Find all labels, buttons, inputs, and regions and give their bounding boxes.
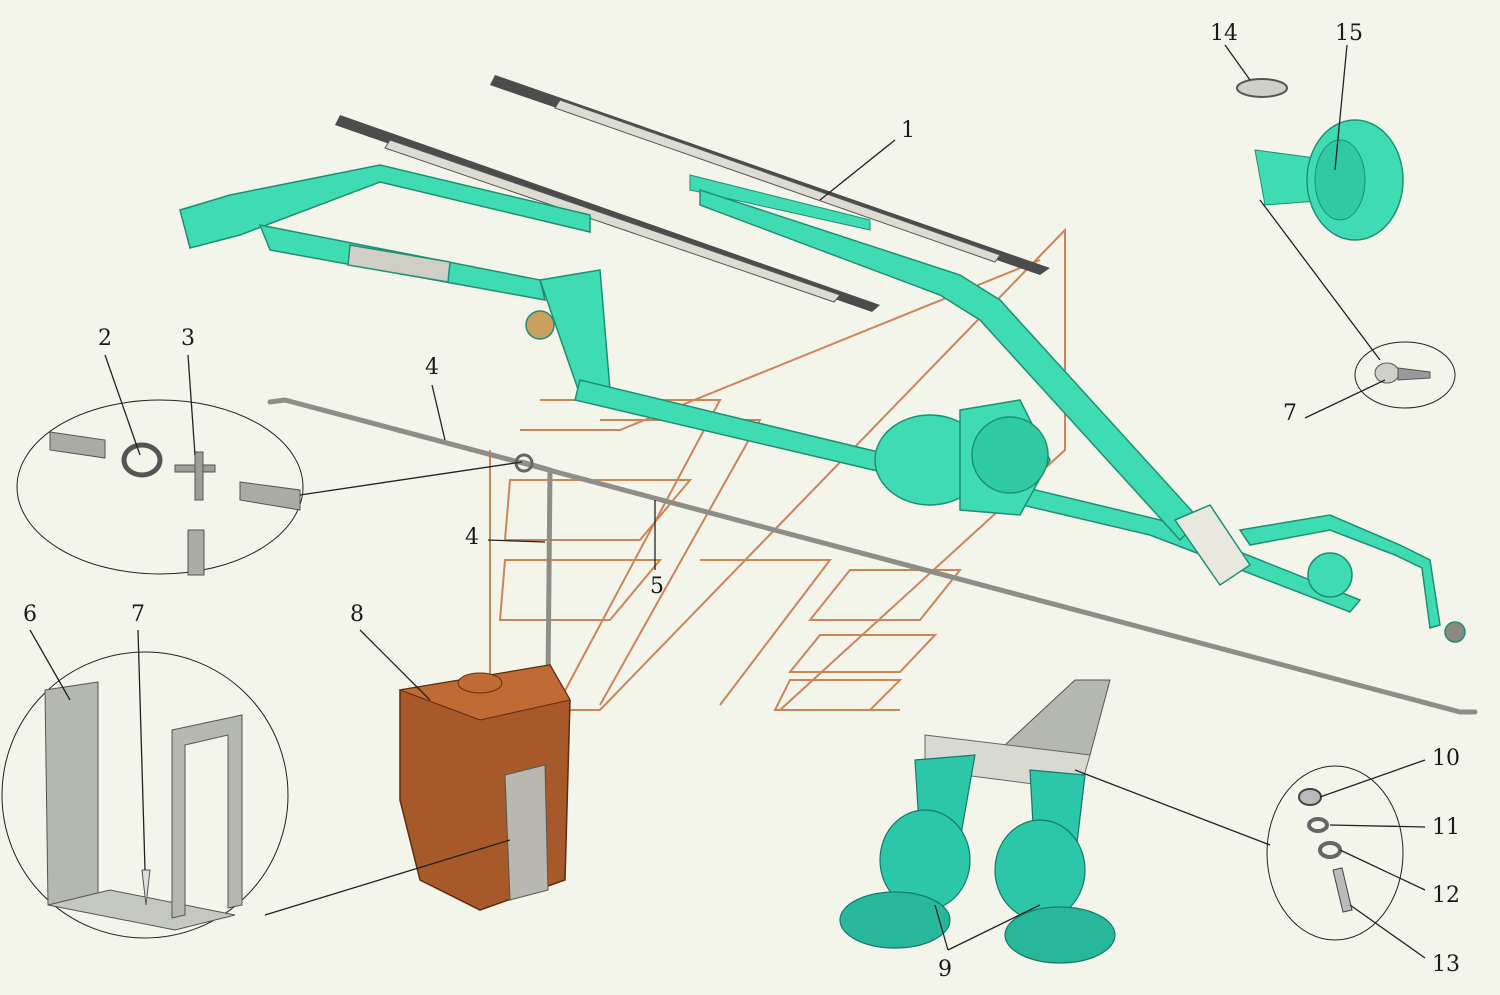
wiper-motor [874,399,1051,516]
callout-7-left: 7 [131,602,145,627]
bracket-detail [1,651,289,939]
callout-2: 2 [98,326,112,351]
screw-detail [1354,341,1456,409]
callout-8: 8 [350,602,364,627]
leader-lines [29,44,1426,959]
callout-7-right: 7 [1283,401,1297,426]
callout-5: 5 [650,574,664,599]
callout-12: 12 [1432,883,1460,908]
washer-tank [398,664,571,911]
callout-15: 15 [1335,21,1363,46]
callout-3: 3 [181,326,195,351]
callout-10: 10 [1432,746,1460,771]
callout-1: 1 [901,118,915,143]
wiper-blade-right [490,75,1050,275]
callout-13: 13 [1432,952,1460,977]
horn-top [1236,78,1404,241]
horn-assembly [839,679,1116,964]
callout-6: 6 [23,602,37,627]
callout-11: 11 [1432,815,1460,840]
wiper-linkage [179,164,1466,643]
callout-4-mid: 4 [465,525,479,550]
washer-tube-long [267,397,1478,715]
hose-detail [16,399,304,576]
wiper-blade-left [335,115,880,312]
callout-4-top: 4 [425,355,439,380]
callout-9: 9 [938,957,952,982]
fastener-detail [1266,765,1404,941]
callout-14: 14 [1210,21,1238,46]
